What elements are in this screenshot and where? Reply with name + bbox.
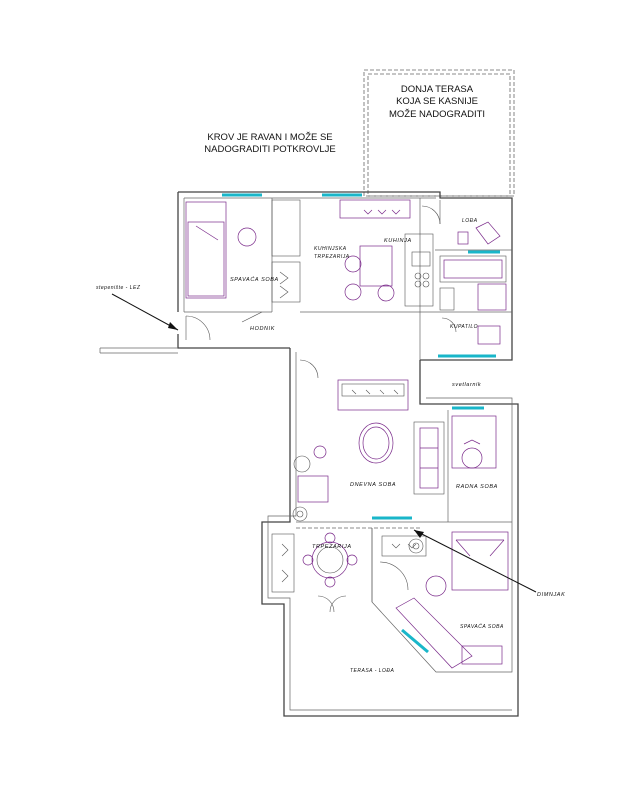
bedroom-top-label: SPAVAĆA SOBA — [230, 276, 279, 283]
office-furniture — [451, 415, 497, 469]
top-bedroom-furniture — [185, 199, 301, 303]
dining-furniture — [271, 532, 358, 613]
living-room-furniture — [292, 359, 445, 522]
kitchen-dining-label-1: KUHINJSKA — [314, 246, 347, 252]
hallway-label: HODNIK — [250, 326, 275, 332]
dining-label: TRPEZARIJA — [312, 544, 352, 550]
kitchen-furniture — [339, 199, 434, 307]
light-shaft-label: svetlarnik — [452, 382, 481, 388]
hallway-door — [185, 311, 263, 341]
loggia-label: LOĐA — [462, 218, 478, 224]
living-area-walls — [261, 348, 519, 717]
stairs-label: stepenište - LEZ — [96, 285, 141, 291]
bathroom-label: KUPATILO — [450, 324, 478, 330]
office-label: RADNA SOBA — [456, 484, 498, 490]
terrace-label-line2: KOJA SE KASNIJE — [396, 96, 478, 107]
roof-label-line1: KROV JE RAVAN I MOŽE SE — [207, 132, 332, 143]
bedroom-bottom-label: SPAVAĆA SOBA — [460, 623, 504, 630]
terrace-label-line3: MOŽE NADOGRADITI — [389, 109, 485, 120]
top-windows — [222, 193, 500, 358]
living-room-label: DNEVNA SOBA — [350, 482, 396, 488]
lower-terrace-outline — [363, 69, 515, 197]
lower-windows — [372, 406, 484, 654]
roof-label-line2: NADOGRADITI POTKROVLJE — [204, 144, 335, 155]
stairs-arrow-head — [168, 322, 178, 330]
bottom-bedroom-furniture — [379, 531, 509, 669]
chimney-arrow — [413, 529, 537, 593]
terrace-loggia-label: TERASA - LOĐA — [350, 668, 395, 674]
chimney-arrow-head — [414, 530, 424, 538]
upper-apartment-walls — [99, 191, 513, 361]
chimney-label: DIMNJAK — [537, 592, 565, 598]
kitchen-dining-label-2: TRPEZARIJA — [314, 254, 350, 260]
kitchen-label: KUHINJA — [384, 238, 412, 244]
stairs-arrow — [111, 293, 179, 331]
terrace-label-line1: DONJA TERASA — [401, 84, 474, 95]
bathroom-fixtures — [421, 200, 507, 345]
